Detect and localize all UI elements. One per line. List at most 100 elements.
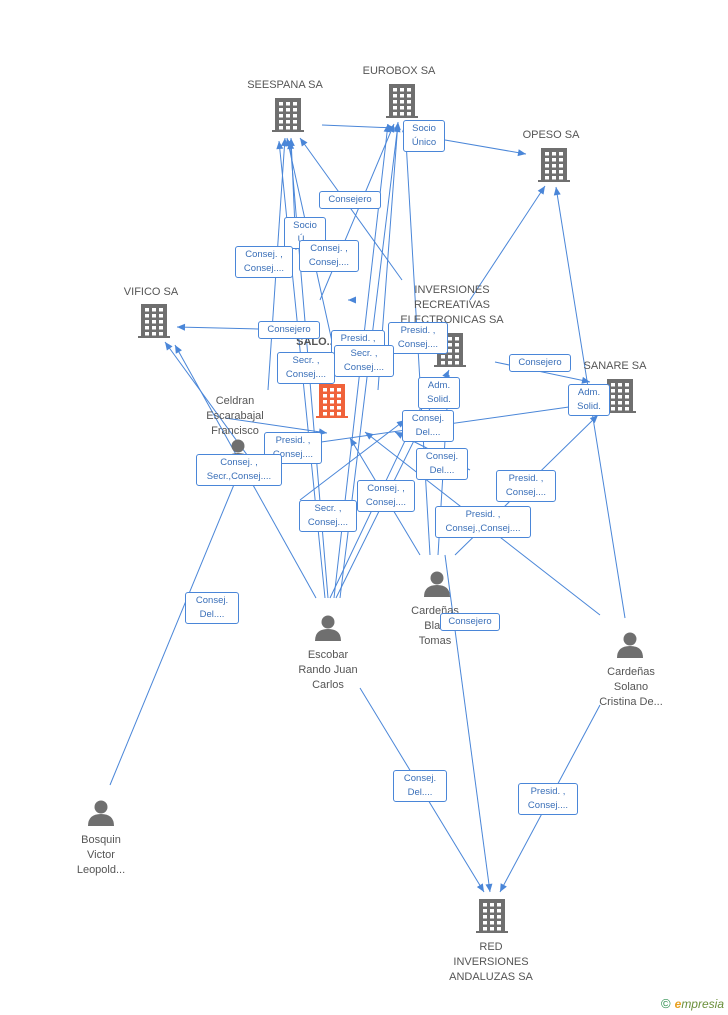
relation-label[interactable]: Consejero [509, 354, 571, 372]
escobar-person-icon[interactable] [315, 615, 341, 642]
node-label-line: Celdran [215, 395, 255, 407]
edge-arrowhead [500, 883, 507, 892]
edge-arrowhead [287, 141, 295, 150]
eurobox-building-icon[interactable] [386, 84, 418, 118]
edge-line [299, 419, 406, 501]
relation-label[interactable]: Secr. ,Consej.... [299, 500, 357, 532]
node-label-line: INVERSIONES [414, 284, 490, 296]
relation-label[interactable]: Consejero [319, 191, 381, 209]
edge-arrowhead [589, 415, 598, 424]
salo-building-icon[interactable] [316, 384, 348, 418]
relation-label[interactable]: Consej.Del.... [402, 410, 454, 442]
cristina-person-icon[interactable] [617, 632, 643, 659]
edge-arrowhead [300, 138, 308, 147]
seespana-label[interactable]: SEESPANA SA [225, 78, 345, 93]
node-label-line: Cristina De... [599, 696, 663, 708]
relation-label[interactable]: Adm.Solid. [418, 377, 460, 409]
relation-label[interactable]: Consej. ,Consej.... [357, 480, 415, 512]
relation-label-line: Consejero [518, 357, 562, 368]
relation-label-line: Consejero [267, 324, 311, 335]
relation-label[interactable]: Consej. ,Consej.... [235, 246, 293, 278]
relation-label-line: Secr. , [292, 355, 320, 366]
edge-arrowhead [348, 296, 356, 304]
salo-label[interactable]: SALO... [256, 335, 376, 350]
relation-label[interactable]: Consej. , Secr.,Consej.... [196, 454, 282, 486]
node-label-line: Rando Juan [298, 664, 358, 676]
edge-arrowhead [177, 323, 186, 331]
node-label-line: Victor [87, 849, 115, 861]
opeso-label[interactable]: OPESO SA [491, 128, 611, 143]
relation-label-line: Consej. , [220, 457, 258, 468]
relation-label-line: Adm. [577, 387, 601, 398]
relation-label-line: Presid. , [508, 473, 544, 484]
relation-label-line: Consej. [425, 451, 459, 462]
relation-label[interactable]: Consej. ,Consej.... [299, 240, 359, 272]
node-label-line: Bosquin [81, 834, 121, 846]
relation-label-line: Consej.,Consej.... [445, 523, 521, 534]
empresia-logo[interactable]: ©empresia [661, 996, 724, 1011]
relation-label[interactable]: Consejero [440, 613, 500, 631]
edge-line [109, 469, 241, 786]
red-building-icon[interactable] [476, 899, 508, 933]
node-label-line: SALO... [296, 336, 336, 348]
relation-label-line: Consejero [328, 194, 372, 205]
bosquin-person-icon[interactable] [88, 800, 114, 827]
node-label-line: Escarabajal [206, 410, 264, 422]
seespana-building-icon[interactable] [272, 98, 304, 132]
relation-label-line: Consej.... [307, 517, 349, 528]
relation-label-line: Consej. , [245, 249, 283, 260]
relation-label-line: Del.... [415, 427, 441, 438]
edge-arrowhead [175, 345, 182, 354]
node-label-line: ANDALUZAS SA [449, 971, 533, 983]
vifico-label[interactable]: VIFICO SA [91, 285, 211, 300]
eurobox-label[interactable]: EUROBOX SA [339, 64, 459, 79]
edge-line [224, 417, 328, 434]
relation-label[interactable]: Secr. ,Consej.... [334, 345, 394, 377]
relation-label-line: Socio [412, 123, 436, 134]
relation-label-line: Adm. [427, 380, 451, 391]
relation-label-line: Presid. , [400, 325, 436, 336]
edge-line [321, 124, 396, 129]
relation-label-line: Consej.... [285, 369, 327, 380]
node-label-line: Leopold... [76, 864, 126, 876]
relation-label[interactable]: Consej.Del.... [185, 592, 239, 624]
node-label-line: RECREATIVAS [414, 299, 490, 311]
blas-person-icon[interactable] [424, 571, 450, 598]
relation-label[interactable]: Presid. ,Consej.... [518, 783, 578, 815]
relation-label-line: Consej. , [310, 243, 348, 254]
opeso-building-icon[interactable] [538, 148, 570, 182]
edge-arrowhead [476, 883, 484, 892]
relation-label[interactable]: Presid. ,Consej.... [388, 322, 448, 354]
edge-line [444, 554, 491, 893]
edge-arrowhead [393, 124, 401, 133]
relation-label[interactable]: Presid. ,Consej.,Consej.... [435, 506, 531, 538]
relation-label-line: Secr.,Consej.... [206, 471, 272, 482]
sanare-label[interactable]: SANARE SA [555, 359, 675, 374]
node-label-line: INVERSIONES [453, 956, 529, 968]
relation-label-line: Del.... [429, 465, 455, 476]
relation-label[interactable]: Consej.Del.... [393, 770, 447, 802]
relation-label[interactable]: Consejero [258, 321, 320, 339]
relation-label-line: Único [411, 137, 437, 148]
relation-label-line: Consej.... [365, 497, 407, 508]
relation-label-line: Consej.... [343, 362, 385, 373]
vifico-building-icon[interactable] [138, 304, 170, 338]
edge-arrowhead [517, 149, 526, 157]
relation-label[interactable]: Adm.Solid. [568, 384, 610, 416]
relation-label-line: Presid. , [530, 786, 566, 797]
edge-line [176, 326, 259, 330]
relation-label[interactable]: Secr. , Consej.... [277, 352, 335, 384]
relation-label[interactable]: Presid. ,Consej.... [496, 470, 556, 502]
edge-arrowhead [350, 438, 358, 447]
edge-line [444, 139, 527, 155]
relation-label[interactable]: Consej. Del.... [416, 448, 468, 480]
copyright-symbol: © [661, 996, 671, 1011]
relation-label-line: Presid. , [340, 333, 376, 344]
sanare-building-icon[interactable] [604, 379, 636, 413]
